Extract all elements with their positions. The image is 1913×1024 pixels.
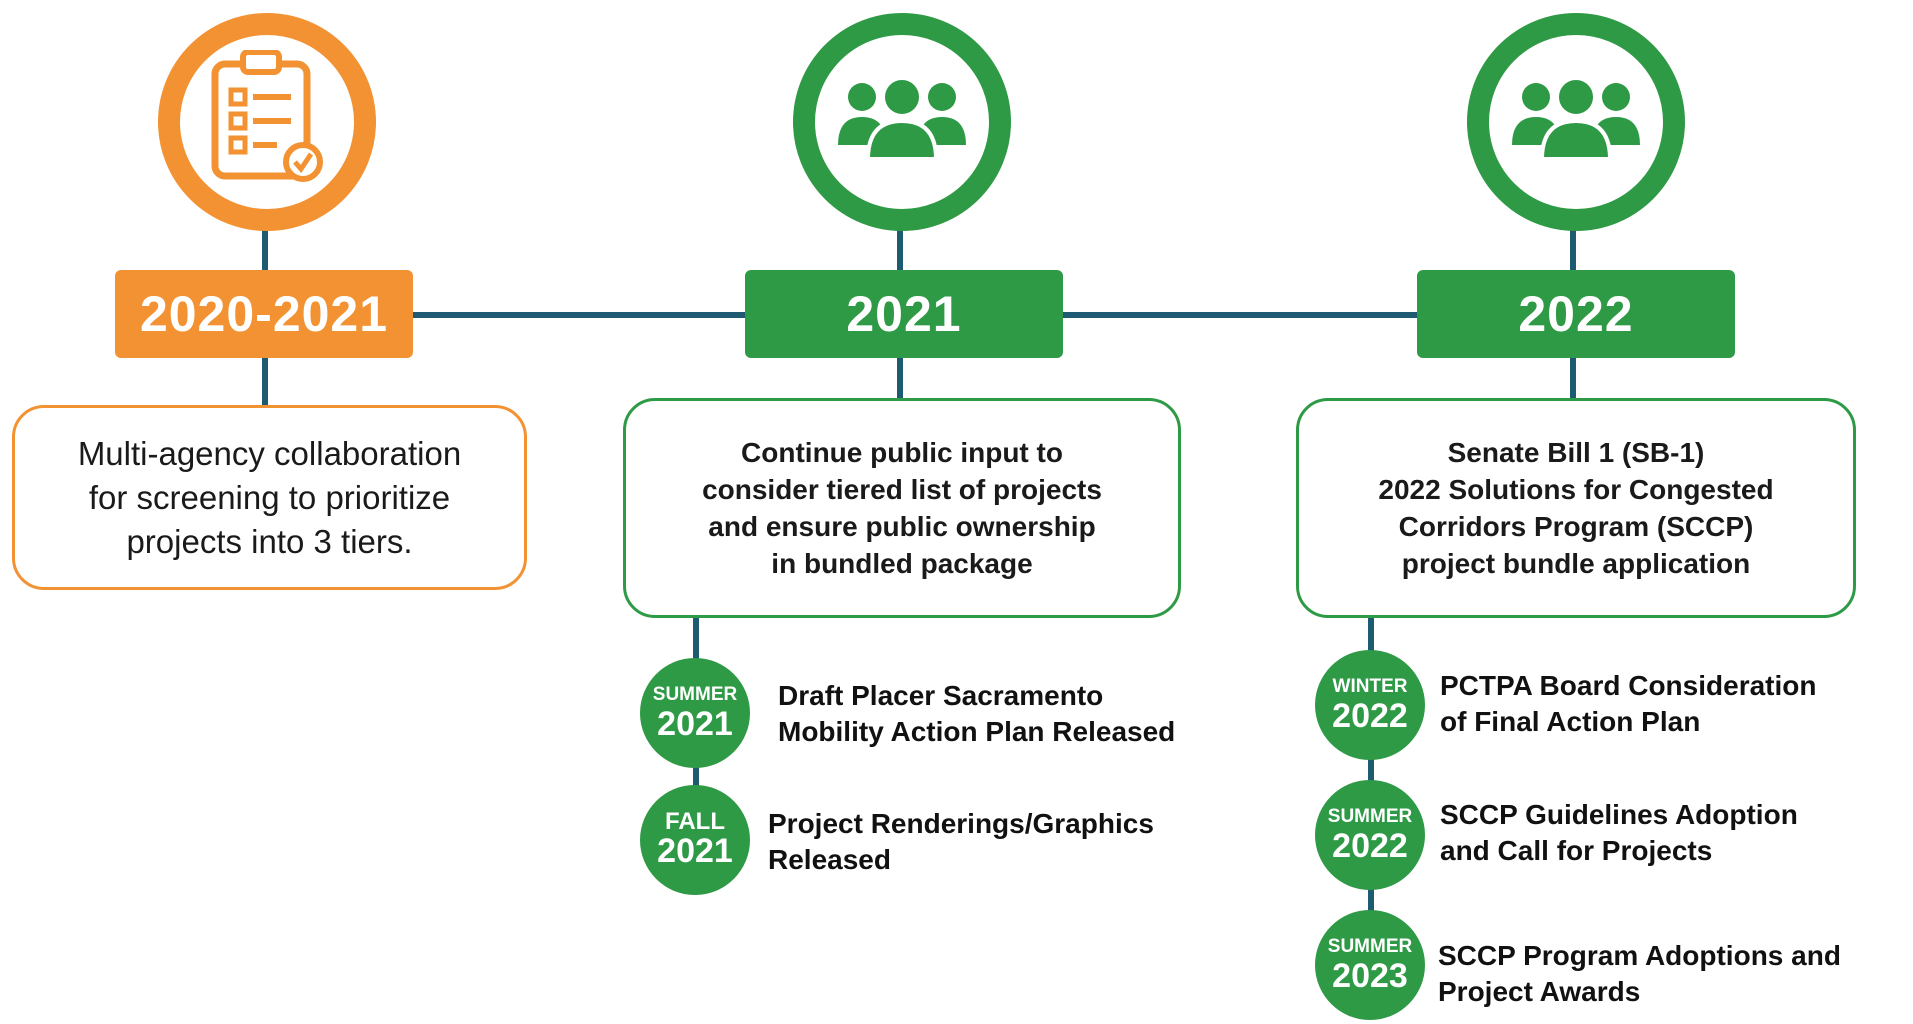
phase3-description-line: project bundle application (1401, 548, 1751, 579)
milestone-circle-summer-2022: SUMMER 2022 (1315, 780, 1425, 890)
phase1-description-line: for screening to prioritize (88, 478, 451, 516)
milestone-text-line: and Call for Projects (1440, 835, 1713, 866)
milestone-circle-summer-2021: SUMMER 2021 (640, 658, 750, 768)
milestone-text-line: PCTPA Board Consideration (1440, 670, 1817, 701)
phase3-description-line: Senate Bill 1 (SB-1) (1447, 437, 1705, 468)
phase3-year-badge: 2022 (1417, 270, 1735, 358)
milestone-circle-summer-2023: SUMMER 2023 (1315, 910, 1425, 1020)
milestone-text-renderings: Project Renderings/Graphics Released (768, 806, 1154, 878)
milestone-text-line: Mobility Action Plan Released (778, 716, 1176, 747)
phase2-icon-circle (793, 13, 1011, 231)
connector-badge2-box (897, 355, 903, 400)
people-group-icon (832, 75, 972, 170)
phase2-year-badge: 2021 (745, 270, 1063, 358)
phase2-description-line: and ensure public ownership (708, 511, 1096, 542)
connector-icon2-badge (897, 222, 903, 272)
milestone-circle-fall-2021: FALL 2021 (640, 785, 750, 895)
milestone-season: SUMMER (1327, 806, 1413, 827)
milestone-text-line: Draft Placer Sacramento (778, 680, 1104, 711)
phase3-icon-circle (1467, 13, 1685, 231)
milestone-text-program-adoptions: SCCP Program Adoptions and Project Award… (1438, 938, 1841, 1010)
milestone-season: FALL (665, 808, 725, 835)
phase2-description-box: Continue public input to consider tiered… (623, 398, 1181, 618)
phase1-description-line: projects into 3 tiers. (126, 522, 413, 560)
milestone-text-board-consideration: PCTPA Board Consideration of Final Actio… (1440, 668, 1816, 740)
phase1-year-badge: 2020-2021 (115, 270, 413, 358)
milestone-text-line: SCCP Program Adoptions and (1438, 940, 1841, 971)
milestone-year: 2021 (657, 832, 733, 870)
milestone-text-guidelines-adoption: SCCP Guidelines Adoption and Call for Pr… (1440, 797, 1798, 869)
connector-badge1-box (262, 355, 268, 405)
people-group-icon (1506, 75, 1646, 170)
milestone-year: 2023 (1332, 957, 1408, 995)
phase1-description-box: Multi-agency collaboration for screening… (12, 405, 527, 590)
phase1-description-line: Multi-agency collaboration (77, 434, 462, 472)
milestone-year: 2022 (1332, 827, 1408, 865)
milestone-text-draft-plan: Draft Placer Sacramento Mobility Action … (778, 678, 1175, 750)
phase3-description-line: Corridors Program (SCCP) (1398, 511, 1754, 542)
milestone-circle-winter-2022: WINTER 2022 (1315, 650, 1425, 760)
milestone-season: WINTER (1332, 676, 1408, 697)
phase3-description-box: Senate Bill 1 (SB-1) 2022 Solutions for … (1296, 398, 1856, 618)
milestone-year: 2021 (657, 705, 733, 743)
clipboard-checklist-icon (207, 48, 327, 195)
phase2-description-line: Continue public input to (741, 437, 1063, 468)
milestone-text-line: SCCP Guidelines Adoption (1440, 799, 1798, 830)
phase3-description-line: 2022 Solutions for Congested (1378, 474, 1774, 505)
connector-badge3-box (1570, 355, 1576, 400)
milestone-season: SUMMER (652, 684, 738, 705)
phase2-description-line: in bundled package (771, 548, 1033, 579)
phase2-description-line: consider tiered list of projects (702, 474, 1102, 505)
milestone-text-line: of Final Action Plan (1440, 706, 1701, 737)
connector-icon3-badge (1570, 222, 1576, 272)
milestone-season: SUMMER (1327, 936, 1413, 957)
connector-icon1-badge (262, 222, 268, 272)
milestone-year: 2022 (1332, 697, 1408, 735)
milestone-text-line: Project Renderings/Graphics (768, 808, 1154, 839)
phase1-icon-circle (158, 13, 376, 231)
milestone-text-line: Released (768, 844, 891, 875)
milestone-text-line: Project Awards (1438, 976, 1641, 1007)
